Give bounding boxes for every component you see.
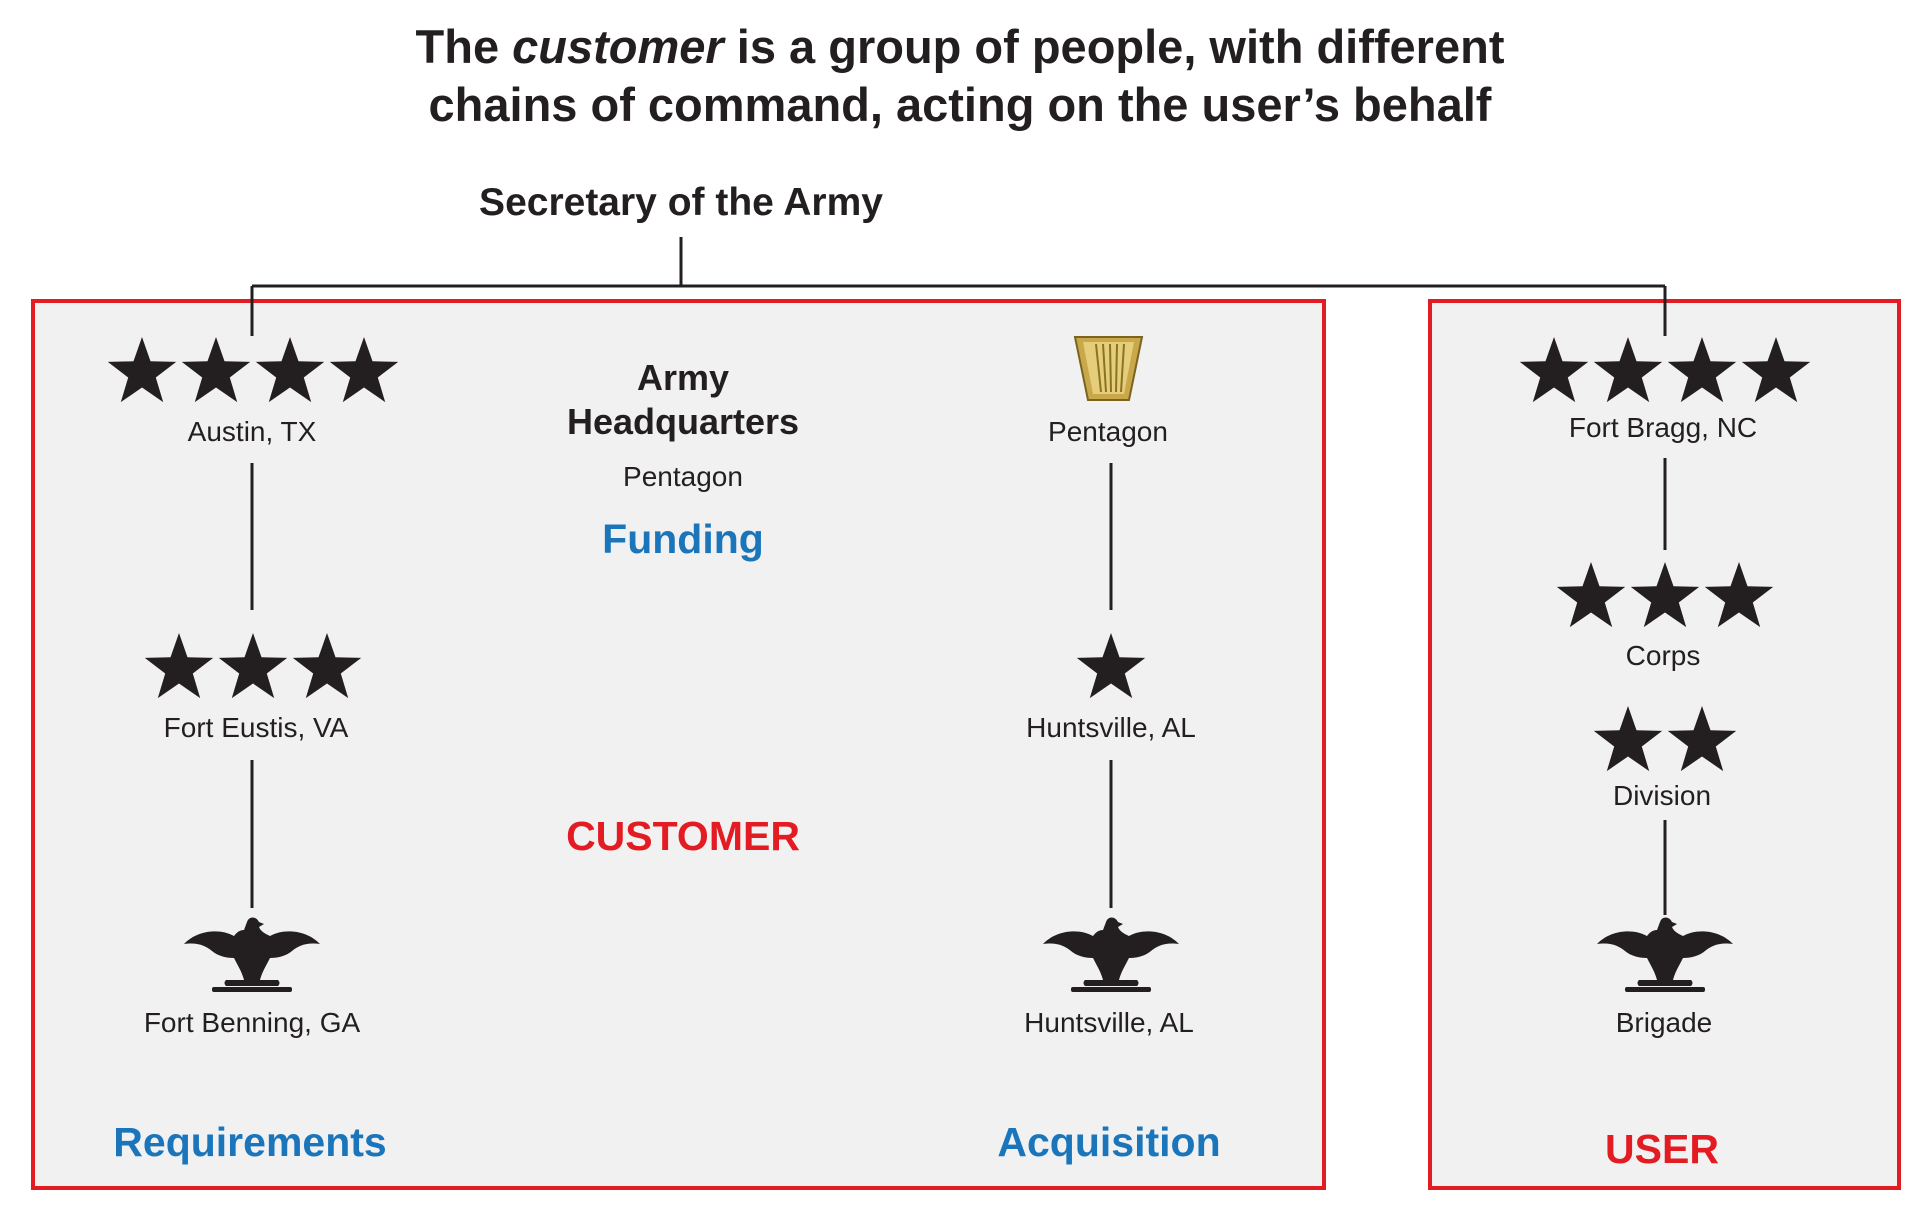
title-line-1: The customer is a group of people, with …	[415, 20, 1505, 73]
three-stars-icon	[1556, 562, 1774, 628]
four-stars-icon	[1519, 337, 1811, 403]
senior-executive-badge-icon	[1073, 336, 1144, 401]
title-line-2: chains of command, acting on the user’s …	[428, 78, 1492, 131]
requirements-label: Requirements	[113, 1119, 387, 1165]
user-node-2-location: Corps	[1625, 640, 1701, 671]
army-hq-name-line-2: Headquarters	[566, 401, 800, 442]
four-stars-icon	[107, 337, 399, 403]
user-node-4-location: Brigade	[1615, 1007, 1713, 1038]
user-label: USER	[1605, 1126, 1719, 1172]
customer-label: CUSTOMER	[566, 813, 800, 859]
acquisition-node-1-location: Pentagon	[1048, 416, 1168, 447]
army-hq-name-line-1: Army	[636, 357, 730, 398]
customer-box	[31, 299, 1326, 1190]
colonel-eagle-icon	[183, 916, 321, 993]
colonel-eagle-icon	[1596, 916, 1734, 993]
user-node-3-location: Division	[1612, 780, 1712, 811]
user-node-1-location: Fort Bragg, NC	[1568, 412, 1758, 443]
army-hq-location: Pentagon	[623, 461, 743, 492]
funding-label: Funding	[602, 516, 764, 562]
requirements-node-2-location: Fort Eustis, VA	[163, 712, 349, 743]
colonel-eagle-icon	[1042, 916, 1180, 993]
requirements-node-3-location: Fort Benning, GA	[143, 1007, 361, 1038]
diagram-title: The customer is a group of people, with …	[0, 18, 1920, 134]
three-stars-icon	[144, 633, 362, 699]
secretary-of-the-army-label: Secretary of the Army	[479, 181, 883, 224]
acquisition-node-2-location: Huntsville, AL	[1026, 712, 1196, 743]
acquisition-label: Acquisition	[997, 1119, 1221, 1165]
one-star-icon	[1076, 633, 1146, 699]
two-stars-icon	[1593, 706, 1737, 772]
requirements-node-1-location: Austin, TX	[187, 416, 317, 447]
user-box	[1428, 299, 1901, 1190]
acquisition-node-3-location: Huntsville, AL	[1024, 1007, 1194, 1038]
title-emphasis: customer	[512, 20, 724, 73]
